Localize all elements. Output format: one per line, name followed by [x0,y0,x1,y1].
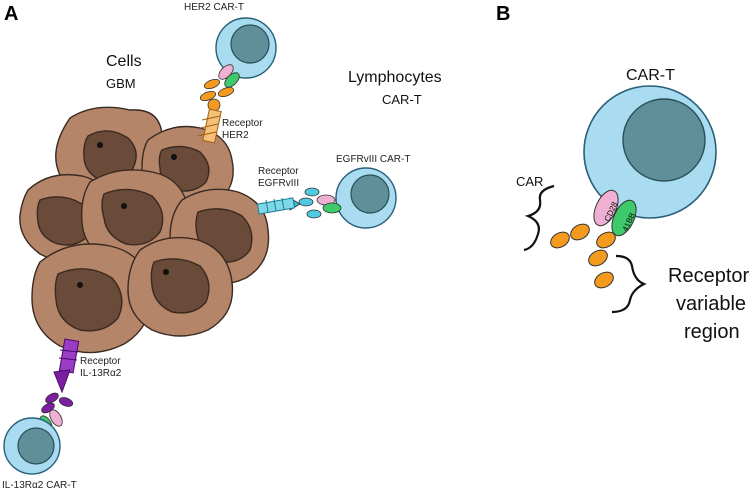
car-construct-detail [550,189,637,289]
receptor-her2-label-line1: Receptor [222,118,263,129]
receptor-egfrviii-label-line1: Receptor [258,166,299,177]
il13ra2-car-t-label: IL-13Rα2 CAR-T [2,480,77,491]
tumor-nucleus [54,268,123,332]
cd28-domain [593,189,619,227]
il13ra2-receptor [53,338,80,394]
car-label: CAR [516,174,543,189]
egfrviii-car-construct [289,187,342,219]
her2-car-t-cell [215,17,277,79]
receptor-egfrviii-label-line2: EGFRvIII [258,178,299,189]
tumor-nucleus [101,188,164,246]
variable-domain [596,231,616,249]
receptor-label-line3: region [684,321,740,343]
receptor-variable-region-bracket [611,254,647,314]
panel-a-letter: A [4,3,18,25]
gbm-tumor-mass [19,106,270,354]
41bb-domain [611,199,637,237]
receptor-il13ra2-label-line2: IL-13Rα2 [80,368,122,379]
variable-domain [594,271,614,289]
egfrviii-car-t-cell [335,167,397,229]
her2-car-t-label: HER2 CAR-T [184,2,244,13]
cells-label: Cells [106,53,142,70]
her2-receptor [197,108,222,144]
car-t-cell-detail [583,85,717,219]
lymphocytes-label: Lymphocytes [348,69,442,86]
panel-b-letter: B [496,3,510,25]
variable-domain [570,223,590,241]
il13ra2-car-t-cell [3,417,61,475]
receptor-label-line2: variable [676,293,746,315]
tumor-nucleus [36,196,92,246]
gbm-label: GBM [106,76,136,91]
variable-domain [550,231,570,249]
car-bracket [523,184,555,252]
lymphocytes-car-t-label: CAR-T [382,92,422,107]
tumor-nucleus [150,258,210,314]
receptor-il13ra2-label-line1: Receptor [80,356,121,367]
her2-car-construct [199,64,240,112]
receptor-label-line1: Receptor [668,265,749,287]
egfrviii-car-t-label: EGFRvIII CAR-T [336,154,410,165]
variable-domain [588,249,608,267]
egfrviii-receptor [256,197,296,215]
panel-b-car-t-title: CAR-T [626,67,675,84]
receptor-her2-label-line2: HER2 [222,130,249,141]
